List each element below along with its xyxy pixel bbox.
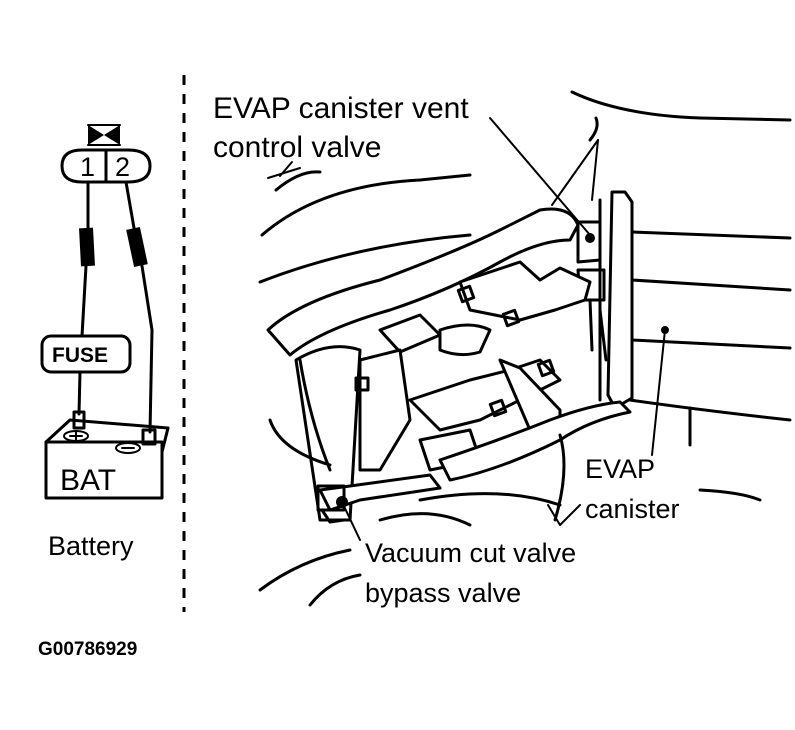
wire-pin-1	[77, 180, 95, 416]
connector-pin-2: 2	[115, 152, 130, 182]
battery-case-text: BAT	[60, 464, 116, 497]
fuse: FUSE	[40, 334, 132, 374]
test-circuit: 1 2 FUSE	[40, 124, 170, 561]
connector-face-icon	[87, 124, 121, 146]
figure-code: G00786929	[38, 639, 137, 660]
connector-pin-1: 1	[80, 152, 95, 182]
battery-caption: Battery	[48, 531, 134, 561]
vacuum-cut-valve-label: Vacuum cut valve	[365, 538, 576, 568]
canister-label-line1: EVAP	[585, 454, 655, 484]
leader-lines	[341, 117, 666, 541]
battery-icon: BAT	[44, 410, 170, 500]
fuse-label: FUSE	[52, 344, 108, 367]
vent-valve-label-line2: control valve	[213, 131, 381, 164]
bypass-valve-label: bypass valve	[365, 578, 521, 608]
engine-bay-illustration	[258, 90, 792, 607]
wire-pin-2	[124, 180, 154, 434]
connector: 1 2	[60, 148, 152, 184]
vent-valve-label-line1: EVAP canister vent	[213, 92, 469, 125]
canister-label-line2: canister	[585, 494, 680, 524]
